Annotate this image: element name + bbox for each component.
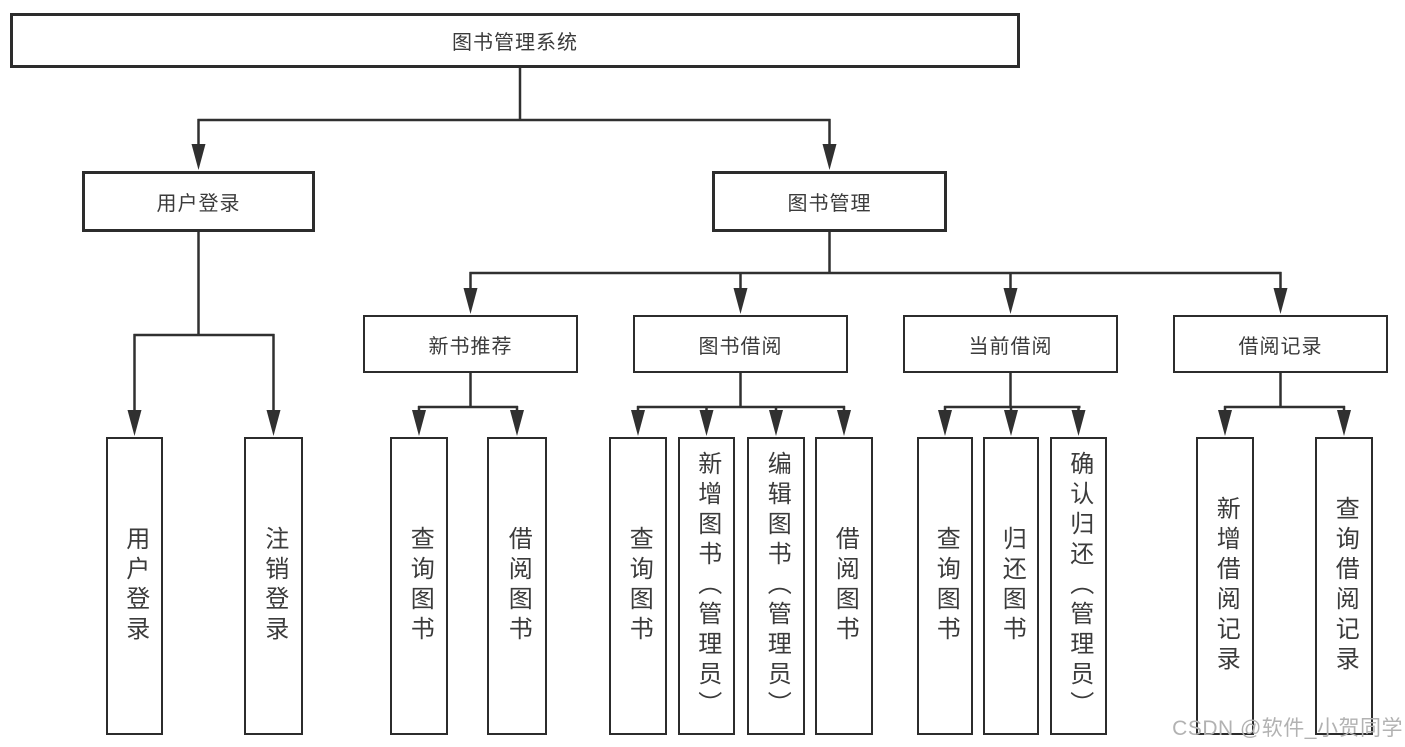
leaf-query-books-current: 查询图书 [917,437,973,735]
node-book-management: 图书管理 [712,171,947,232]
leaf-borrow-books: 借阅图书 [815,437,873,735]
leaf-add-borrow-record: 新增借阅记录 [1196,437,1254,735]
node-borrow-records: 借阅记录 [1173,315,1388,373]
node-new-book-recommend: 新书推荐 [363,315,578,373]
leaf-logout: 注销登录 [244,437,303,735]
leaf-add-book-admin: 新增图书（管理员） [678,437,735,735]
leaf-query-books-recommend: 查询图书 [390,437,448,735]
leaf-user-login: 用户登录 [106,437,163,735]
node-library-system: 图书管理系统 [10,13,1020,68]
leaf-query-books-borrow: 查询图书 [609,437,667,735]
leaf-borrow-books-recommend: 借阅图书 [487,437,547,735]
leaf-query-borrow-record: 查询借阅记录 [1315,437,1373,735]
leaf-confirm-return-admin: 确认归还（管理员） [1050,437,1107,735]
node-user-login: 用户登录 [82,171,315,232]
node-book-borrow: 图书借阅 [633,315,848,373]
node-current-borrow: 当前借阅 [903,315,1118,373]
arrowhead-icons [127,144,1351,436]
csdn-watermark: CSDN @软件_小贺同学 [1172,717,1403,740]
leaf-edit-book-admin: 编辑图书（管理员） [747,437,805,735]
leaf-return-book: 归还图书 [983,437,1039,735]
